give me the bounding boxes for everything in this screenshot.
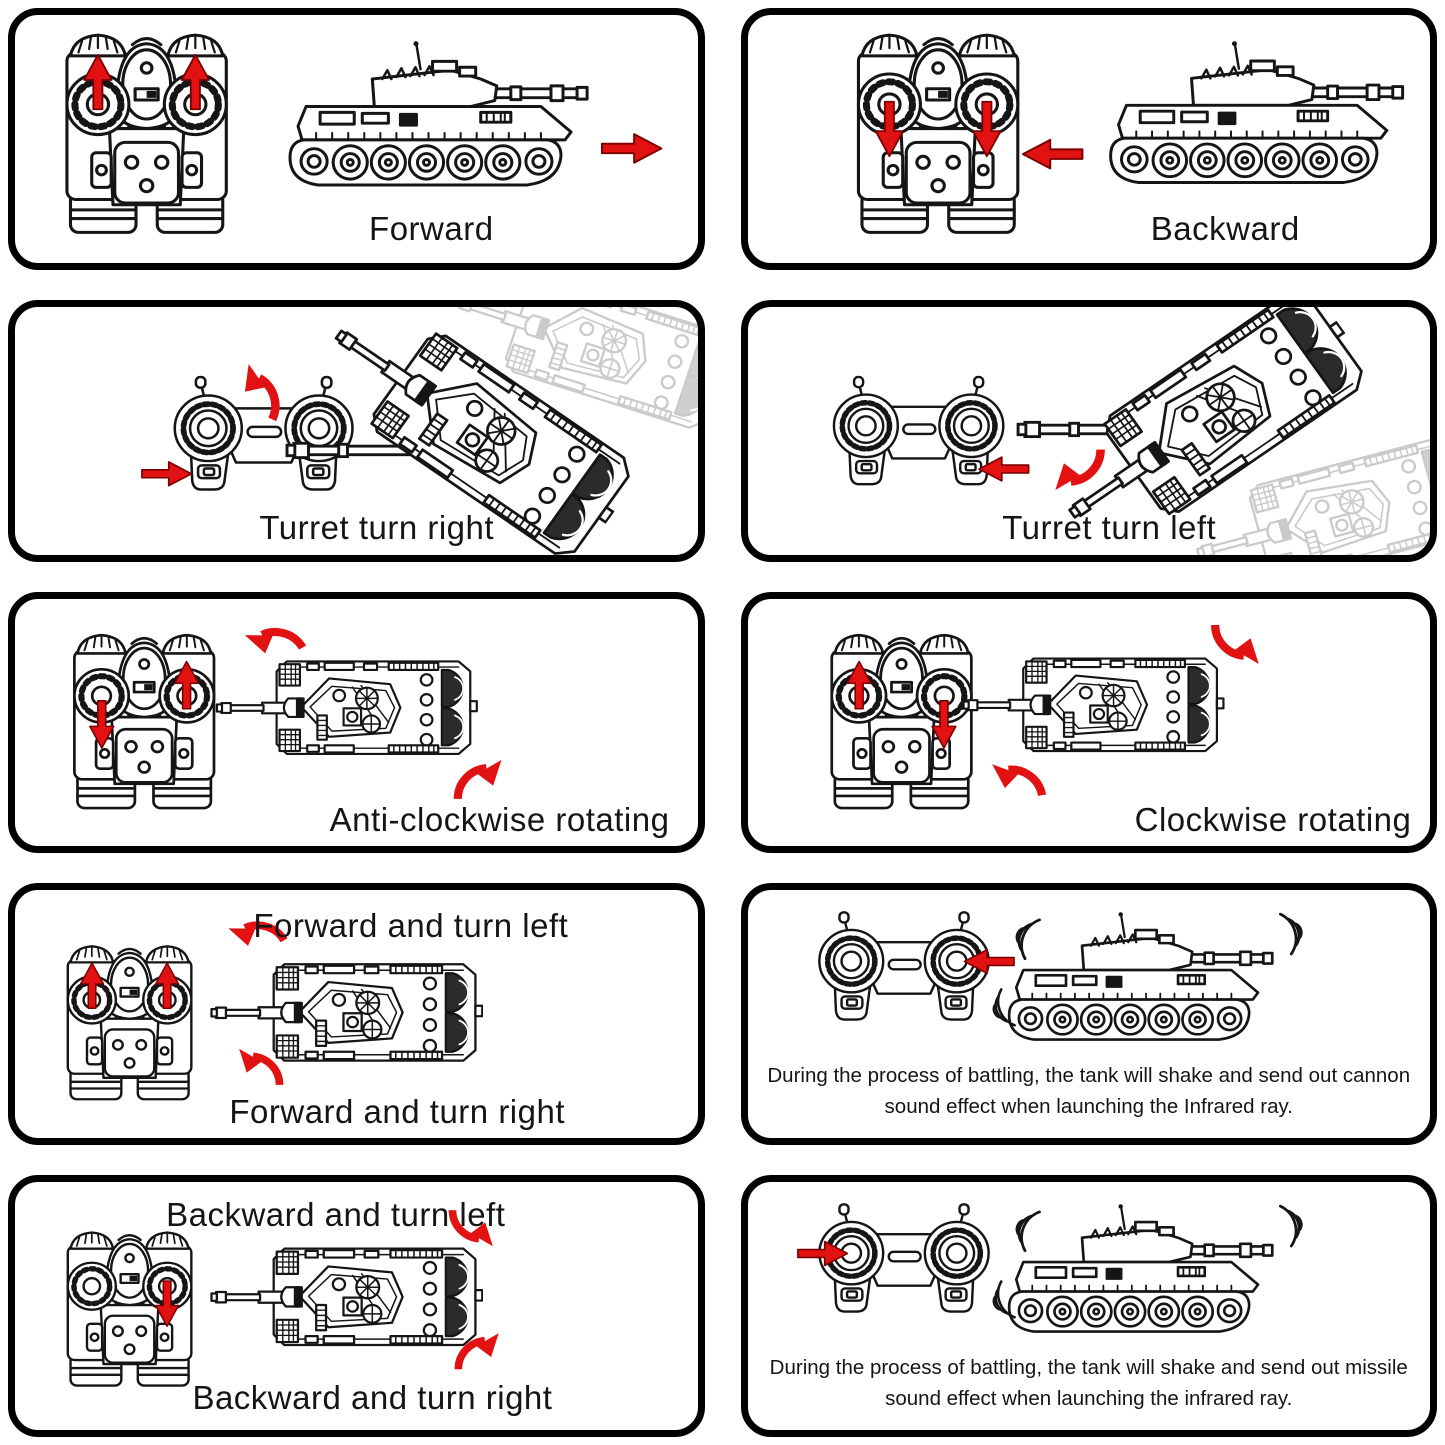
controller-front-icon [74, 635, 214, 808]
panel-turret-left: Turret turn left [740, 299, 1437, 562]
shake-marks-icon [1008, 1205, 1041, 1253]
caption-forward-right: Forward and turn right [229, 1092, 566, 1130]
caption-clockwise: Clockwise rotating [1134, 800, 1412, 838]
controller-top-icon [833, 377, 1002, 484]
tank-top-icon [215, 659, 478, 755]
caption-anticlockwise: Anti-clockwise rotating [329, 800, 670, 838]
panel-battle-cannon: During the process of battling, the tank… [740, 883, 1437, 1146]
caption-backward-left: Backward and turn left [166, 1196, 506, 1234]
caption-forward-left: Forward and turn left [253, 906, 569, 944]
move-left-arrow-icon [1021, 138, 1083, 170]
controller-top-icon [175, 377, 353, 489]
caption-backward: Backward [1150, 209, 1300, 247]
battle-missile-text: During the process of battling, the tank… [769, 1356, 1408, 1410]
panel-forward-turn: Forward and turn left Forward and turn r… [8, 883, 705, 1146]
caption-turret-right: Turret turn right [259, 508, 495, 546]
cw-arrow-top-icon [1215, 625, 1259, 664]
shake-marks-icon [1278, 909, 1308, 956]
shake-marks-icon [1008, 913, 1041, 961]
tank-side-icon [288, 39, 589, 187]
turn-down-curved-arrow-icon [1055, 449, 1100, 489]
caption-turret-left: Turret turn left [1002, 508, 1217, 546]
panel-clockwise: Clockwise rotating [740, 591, 1437, 854]
shake-marks-icon [1278, 1200, 1308, 1248]
tank-top-icon [210, 963, 483, 1063]
controller-top-icon [819, 913, 988, 1020]
panel-battle-missile: During the process of battling, the tank… [740, 1175, 1437, 1437]
controller-front-icon [68, 947, 192, 1100]
controller-front-icon [831, 635, 971, 808]
turn-right-curved-arrow-icon [239, 1049, 279, 1085]
panel-turret-right: Turret turn right [8, 299, 705, 562]
caption-backward-right: Backward and turn right [192, 1379, 553, 1417]
controller-front-icon [67, 35, 226, 232]
battle-cannon-text: During the process of battling, the tank… [767, 1064, 1411, 1119]
ccw-arrow-bottom-icon [458, 760, 502, 799]
panel-backward: Backward [740, 8, 1437, 270]
caption-forward: Forward [369, 209, 494, 247]
button-right-arrow-icon [141, 460, 193, 487]
tank-side-icon [1007, 911, 1274, 1042]
tank-side-icon [1108, 39, 1404, 184]
tank-side-icon [1007, 1203, 1274, 1334]
controller-top-icon [819, 1205, 988, 1312]
panel-forward: Forward [8, 8, 705, 270]
turret-left-illustration [748, 306, 1430, 555]
move-right-arrow-icon [600, 133, 663, 164]
panel-backward-turn: Backward and turn left Backward and turn… [8, 1175, 705, 1437]
turret-right-illustration [141, 306, 698, 555]
panel-anticlockwise: Anti-clockwise rotating [8, 591, 705, 854]
cw-arrow-bottom-icon [992, 756, 1042, 802]
tank-top-icon [210, 1247, 483, 1347]
tank-top-icon [961, 657, 1225, 752]
